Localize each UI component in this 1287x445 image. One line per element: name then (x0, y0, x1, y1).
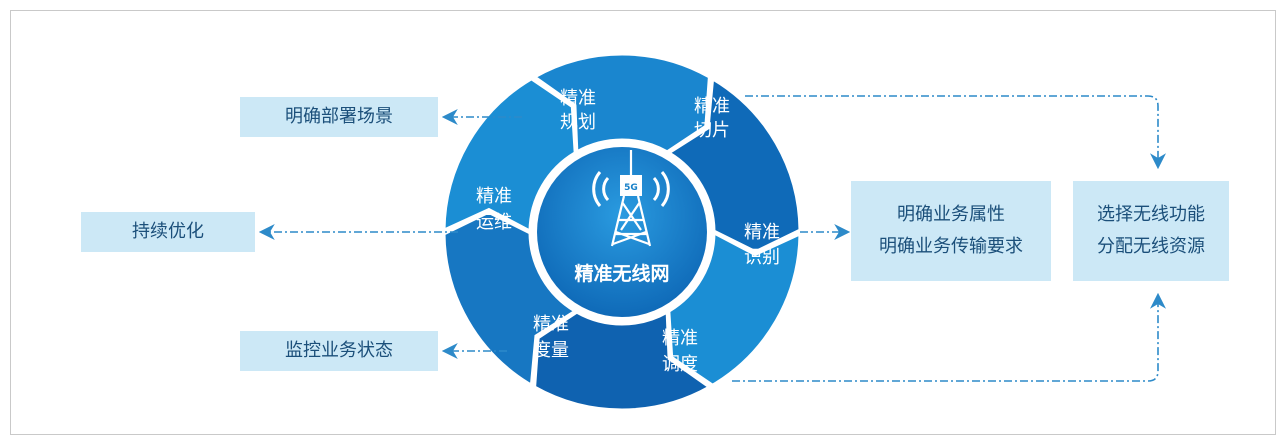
segment-identify: 精准 识别 (744, 222, 780, 268)
business-requirements-box: 明确业务属性 明确业务传输要求 (851, 181, 1051, 281)
segment-slicing-line1: 精准 (694, 96, 730, 117)
center-circle (537, 147, 707, 317)
ring-segment-ops (442, 77, 577, 234)
segment-scheduling-line1: 精准 (662, 328, 698, 349)
segment-measure-line1: 精准 (533, 314, 569, 335)
segment-ring (442, 52, 802, 412)
segment-planning-line1: 精准 (560, 88, 596, 109)
arrow-scheduling-to-resource (732, 292, 1166, 382)
arrow-slicing-to-resource (745, 95, 1166, 170)
select-wireless-function-text: 选择无线功能 (1097, 204, 1205, 225)
segment-ops: 精准 运维 (476, 186, 512, 233)
segment-ops-line2: 运维 (476, 212, 512, 233)
ring-segment-planning (531, 52, 711, 155)
segment-identify-line1: 精准 (744, 222, 780, 243)
wireless-resource-box: 选择无线功能 分配无线资源 (1073, 181, 1229, 281)
continuous-optimize-text: 持续优化 (132, 221, 204, 242)
ring-segment-identify (667, 230, 802, 387)
continuous-optimize-box: 持续优化 (81, 212, 255, 252)
center-label: 精准无线网 (574, 262, 669, 285)
monitor-status-text: 监控业务状态 (285, 340, 393, 361)
ring-segment-scheduling (533, 309, 713, 412)
segment-measure-line2: 度量 (533, 340, 569, 361)
allocate-wireless-resource-text: 分配无线资源 (1097, 236, 1205, 257)
segment-planning: 精准 规划 (560, 88, 596, 133)
monitor-status-box: 监控业务状态 (240, 331, 438, 371)
deploy-scenario-text: 明确部署场景 (285, 106, 393, 127)
deploy-scenario-box: 明确部署场景 (240, 97, 438, 137)
business-attribute-text: 明确业务属性 (897, 204, 1005, 225)
segment-slicing-line2: 切片 (694, 120, 730, 141)
segment-ops-line1: 精准 (476, 186, 512, 207)
segment-planning-line2: 规划 (560, 112, 596, 133)
segment-identify-line2: 识别 (744, 247, 780, 268)
ring-segment-slicing (665, 76, 802, 254)
segment-scheduling-line2: 调度 (662, 354, 698, 375)
segment-measure: 精准 度量 (533, 314, 569, 361)
5g-tower-icon (592, 150, 670, 247)
ring-segment-measure (442, 210, 579, 388)
segment-scheduling: 精准 调度 (662, 328, 698, 375)
segment-slicing: 精准 切片 (694, 96, 730, 141)
5g-badge: 5G (624, 183, 638, 193)
business-transmission-text: 明确业务传输要求 (879, 236, 1023, 257)
